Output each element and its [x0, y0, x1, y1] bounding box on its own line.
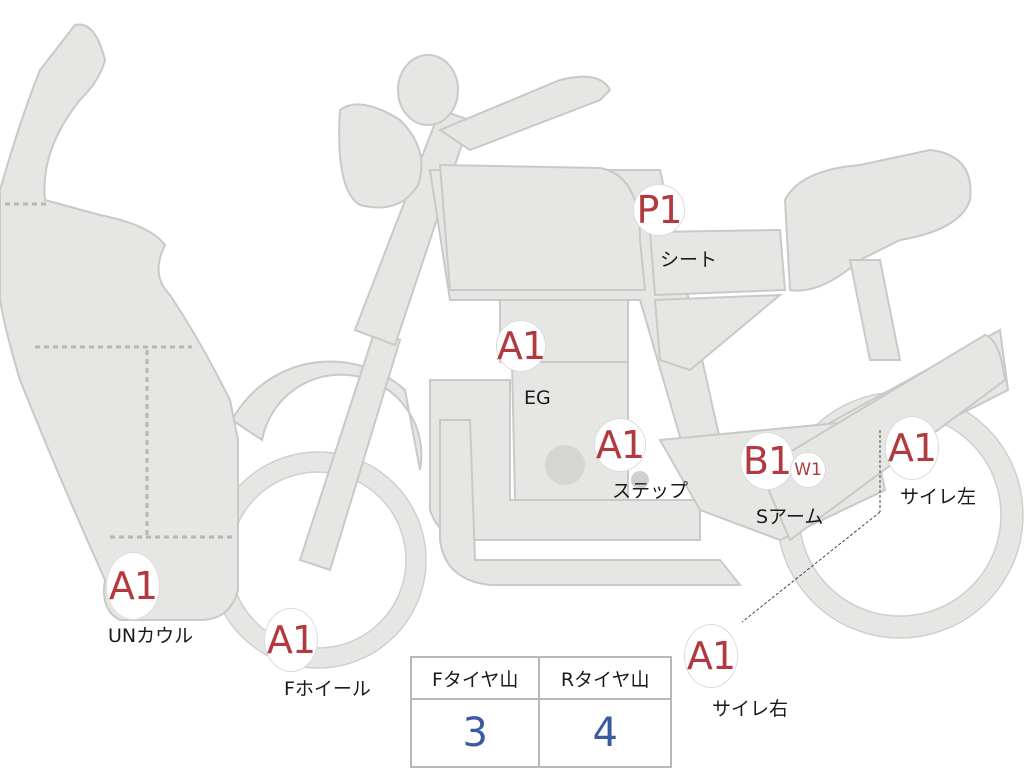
front-cowl — [0, 23, 239, 621]
front-tire-header: Fタイヤ山 — [409, 656, 541, 700]
tail — [783, 148, 972, 292]
front-wheel-grade-badge: A1 — [264, 608, 318, 672]
step-grade-badge: A1 — [594, 418, 646, 472]
handlebar — [437, 75, 612, 152]
under-cowl-grade-badge: A1 — [106, 552, 160, 620]
rear-tire-header: Rタイヤ山 — [538, 656, 672, 700]
seat — [648, 228, 787, 297]
front-wheel — [230, 360, 423, 471]
swing-arm-label: Sアーム — [756, 506, 824, 528]
swing-arm-grade-badge: B1 — [740, 432, 794, 490]
muffler — [758, 333, 1007, 542]
under-cowl-label: UNカウル — [108, 625, 194, 647]
muffler-left-grade-badge: A1 — [885, 416, 939, 480]
fuel-tank — [438, 163, 647, 291]
step-label: ステップ — [612, 480, 689, 502]
engine-grade-badge: A1 — [496, 320, 546, 372]
front-fork — [298, 328, 402, 572]
front-tire-value: 3 — [409, 698, 541, 768]
headlight — [338, 103, 423, 209]
tire-tread-table: Fタイヤ山 Rタイヤ山 3 4 — [409, 656, 672, 768]
seat-label: シート — [660, 249, 718, 271]
seat-grade-badge: P1 — [633, 184, 685, 236]
muffler-left-label: サイレ左 — [900, 486, 977, 508]
muffler-right-grade-badge: A1 — [684, 624, 738, 688]
engine-label: EG — [524, 387, 551, 409]
rear-tire-value: 4 — [538, 698, 672, 768]
muffler-right-label: サイレ右 — [712, 698, 789, 720]
swing-arm-subgrade-badge: W1 — [790, 452, 826, 488]
front-wheel-label: Fホイール — [284, 678, 371, 700]
